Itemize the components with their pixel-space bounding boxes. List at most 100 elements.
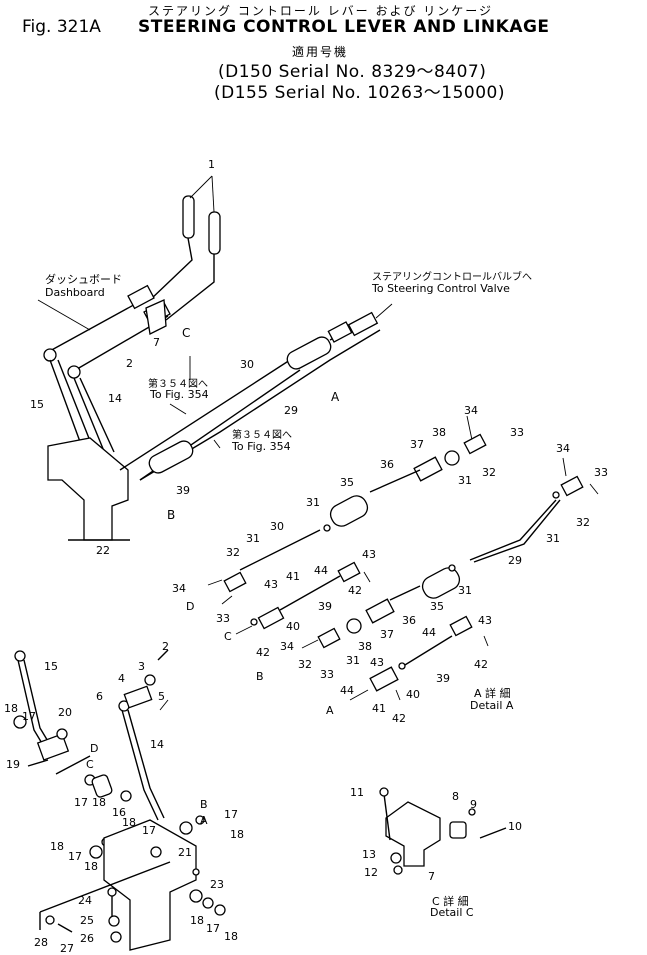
callout: 40 xyxy=(406,688,420,701)
spring-37-upper xyxy=(413,456,443,482)
callout: 43 xyxy=(370,656,384,669)
spring-37-lower xyxy=(365,598,395,624)
callout: B xyxy=(256,670,264,683)
callout: 41 xyxy=(286,570,300,583)
callout: 22 xyxy=(96,544,110,557)
callout: 39 xyxy=(176,484,190,497)
callout: C xyxy=(224,630,232,643)
lever-rod-right xyxy=(165,254,215,321)
callout: 42 xyxy=(392,712,406,725)
callout: 30 xyxy=(270,520,284,533)
callout: 42 xyxy=(474,658,488,671)
callout: 33 xyxy=(216,612,230,625)
upper-lever-assembly xyxy=(37,175,393,541)
callout: 7 xyxy=(153,336,160,349)
callout: 42 xyxy=(348,584,362,597)
fig354-label-jp-b: 第３５４図へ xyxy=(232,430,292,441)
callout: 18 xyxy=(50,840,64,853)
detail-a-exploded xyxy=(207,415,599,701)
callout: 24 xyxy=(78,894,92,907)
detail-c-bracket xyxy=(379,787,507,875)
callout: 43 xyxy=(264,578,278,591)
callout: D xyxy=(186,600,195,613)
callout: 32 xyxy=(226,546,240,559)
valve-label-en: To Steering Control Valve xyxy=(372,282,510,295)
callout: 21 xyxy=(178,846,192,859)
callout: 40 xyxy=(286,620,300,633)
view-ref-c: C xyxy=(182,326,191,340)
callout: 13 xyxy=(362,848,376,861)
callout: 38 xyxy=(358,640,372,653)
title-japanese: ステアリング コントロール レバー および リンケージ xyxy=(148,4,494,18)
callout: 41 xyxy=(372,702,386,715)
fig354-label-en-a: To Fig. 354 xyxy=(150,388,209,401)
figure-number: Fig. 321A xyxy=(22,17,101,37)
spring-cylinder-30 xyxy=(286,336,332,370)
callout: 44 xyxy=(314,564,328,577)
callout: 34 xyxy=(172,582,186,595)
dashboard-label-jp: ダッシュボード xyxy=(45,273,122,286)
callout: 33 xyxy=(510,426,524,439)
callout: 32 xyxy=(482,466,496,479)
callout: 36 xyxy=(380,458,394,471)
callout: 5 xyxy=(158,690,165,703)
callout: A xyxy=(200,814,208,827)
callout: 17 xyxy=(22,710,36,723)
callout: 26 xyxy=(80,932,94,945)
callout: 18 xyxy=(230,828,244,841)
callout: 18 xyxy=(122,816,136,829)
callout: C xyxy=(86,758,94,771)
callout: 8 xyxy=(452,790,459,803)
callout: 18 xyxy=(92,796,106,809)
page-title: STEERING CONTROL LEVER AND LINKAGE xyxy=(138,17,550,37)
callout: 42 xyxy=(256,646,270,659)
callout: 43 xyxy=(478,614,492,627)
callout: 32 xyxy=(298,658,312,671)
callout: 16 xyxy=(112,806,126,819)
callout: 33 xyxy=(320,668,334,681)
callout: 31 xyxy=(346,654,360,667)
callout: 14 xyxy=(150,738,164,751)
callout: 19 xyxy=(6,758,20,771)
callout: 7 xyxy=(428,870,435,883)
callout: 4 xyxy=(118,672,125,685)
callout: 20 xyxy=(58,706,72,719)
callout: 18 xyxy=(84,860,98,873)
callout: 31 xyxy=(306,496,320,509)
cylinder-35-lower xyxy=(421,567,461,599)
callout: D xyxy=(90,742,99,755)
dashboard-label-en: Dashboard xyxy=(45,286,105,299)
callout: 44 xyxy=(340,684,354,697)
callout: 43 xyxy=(362,548,376,561)
callout: 17 xyxy=(206,922,220,935)
callout: 18 xyxy=(224,930,238,943)
valve-label-jp: ステアリングコントロールバルブへ xyxy=(372,272,532,283)
callout: 30 xyxy=(240,358,254,371)
callout: 9 xyxy=(470,798,477,811)
callout: 31 xyxy=(458,474,472,487)
lever-knob-left xyxy=(182,195,195,239)
lower-lever-exploded xyxy=(13,649,226,951)
callout: 27 xyxy=(60,942,74,955)
callout: 17 xyxy=(74,796,88,809)
view-ref-b: B xyxy=(167,508,176,522)
callout: 17 xyxy=(142,824,156,837)
callout: 36 xyxy=(402,614,416,627)
callout: 25 xyxy=(80,914,94,927)
callout: 14 xyxy=(108,392,122,405)
callout: 23 xyxy=(210,878,224,891)
callout: 6 xyxy=(96,690,103,703)
serial-range-d150: (D150 Serial No. 8329～8407) xyxy=(218,62,487,82)
callout: 17 xyxy=(68,850,82,863)
view-ref-a: A xyxy=(331,390,340,404)
fig354-label-jp-a: 第３５４図へ xyxy=(148,379,208,390)
callout: 34 xyxy=(556,442,570,455)
callout: 38 xyxy=(432,426,446,439)
callout: 37 xyxy=(410,438,424,451)
callout: 1 xyxy=(208,158,215,171)
callout: 3 xyxy=(138,660,145,673)
callout: 35 xyxy=(430,600,444,613)
detail-c-en: Detail C xyxy=(430,906,474,919)
callout: 37 xyxy=(380,628,394,641)
